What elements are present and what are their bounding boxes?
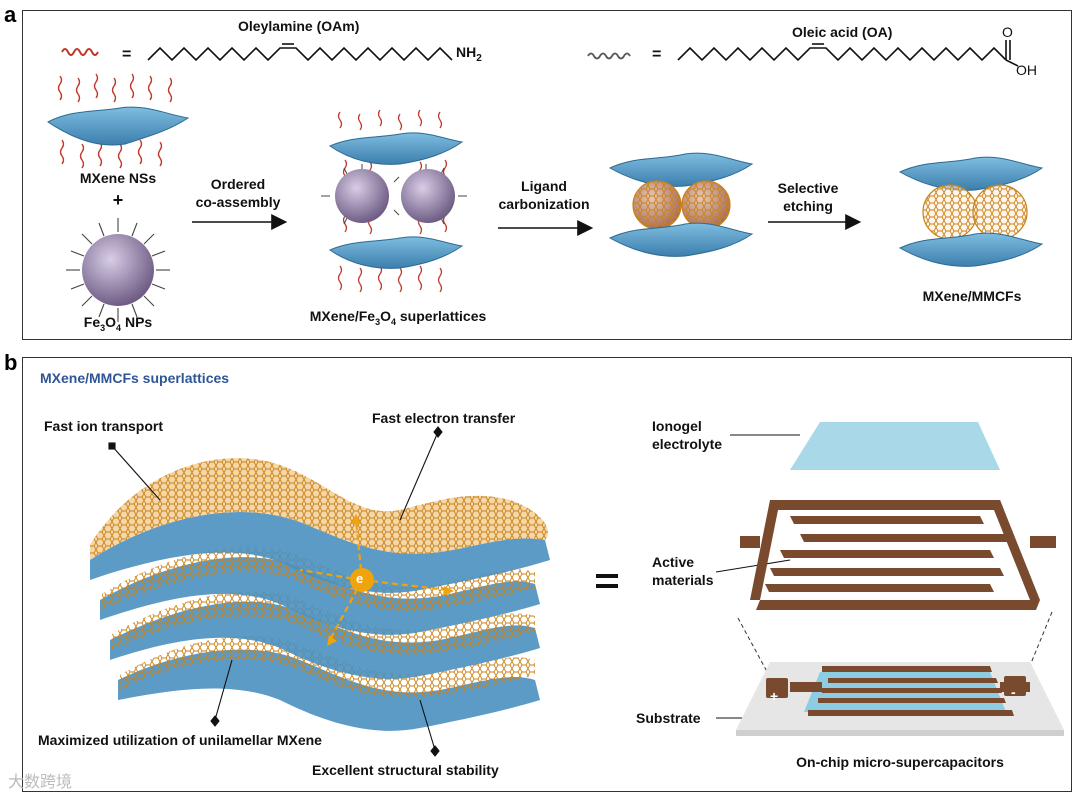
superlattice-label: MXene/Fe3O4 superlattices	[309, 308, 487, 327]
ionogel-label-line2: electrolyte	[652, 436, 723, 452]
active-materials-label-line2: materials	[652, 572, 714, 588]
oa-legend-squiggle	[587, 52, 631, 60]
carbonized-superlattice-illustration	[608, 152, 754, 257]
substrate-label: Substrate	[636, 710, 701, 726]
panel-a-frame	[22, 10, 1072, 340]
mxene-ns-label: MXene NSs	[79, 170, 157, 186]
positive-terminal: +	[770, 688, 779, 704]
oam-amine-group: NH2	[456, 44, 482, 64]
electron-symbol: e	[356, 571, 364, 586]
mxene-mmcfs-label: MXene/MMCFs	[922, 288, 1022, 304]
oa-name: Oleic acid (OA)	[792, 24, 893, 40]
fast-electron-transfer-label: Fast electron transfer	[372, 410, 516, 426]
oam-name: Oleylamine (OAm)	[238, 18, 360, 34]
fe3o4-nps-label: Fe3O4 NPs	[83, 314, 153, 333]
oam-legend-squiggle	[61, 48, 99, 56]
arrow2-label-line1: Ligand	[521, 178, 567, 194]
equals-sign-b	[596, 574, 618, 588]
arrow1-label-line1: Ordered	[210, 176, 266, 192]
oa-skeletal-formula	[677, 40, 1019, 67]
watermark: 大数跨境	[8, 774, 73, 791]
arrow3-label-line2: etching	[783, 198, 833, 214]
structural-stability-label: Excellent structural stability	[312, 762, 499, 778]
arrow2-label-line2: carbonization	[498, 196, 590, 212]
callout-lines	[108, 426, 800, 757]
fast-ion-transport-label: Fast ion transport	[44, 418, 164, 434]
plus-sign: +	[112, 190, 124, 210]
mxene-nanosheet-illustration	[47, 73, 190, 169]
mxene-mmcfs-illustration	[898, 156, 1044, 267]
mxene-fe3o4-superlattice-illustration	[321, 109, 467, 293]
oa-carbonyl-o: O	[1002, 24, 1013, 40]
panel-b-title: MXene/MMCFs superlattices	[40, 370, 230, 386]
on-chip-label: On-chip micro-supercapacitors	[796, 754, 1004, 770]
on-chip-device	[736, 662, 1064, 736]
maximized-utilization-label: Maximized utilization of unilamellar MXe…	[38, 732, 322, 748]
panel-b-label: b	[4, 350, 18, 375]
layered-superlattice-illustration	[90, 458, 550, 731]
active-materials-label-line1: Active	[652, 554, 695, 570]
ionogel-electrolyte-layer	[790, 422, 1000, 470]
negative-terminal: -	[1011, 684, 1016, 700]
arrow1-label-line2: co-assembly	[195, 194, 281, 210]
panel-a-label: a	[4, 2, 17, 27]
oa-equals: =	[652, 46, 662, 63]
oam-skeletal-formula	[147, 43, 453, 62]
arrow3-label-line1: Selective	[777, 180, 839, 196]
ionogel-label-line1: Ionogel	[652, 418, 702, 434]
oam-equals: =	[122, 46, 132, 63]
interdigitated-electrodes	[740, 500, 1056, 610]
panel-b-frame	[22, 357, 1072, 792]
fe3o4-nanoparticle-illustration	[66, 218, 170, 322]
oa-hydroxyl: OH	[1016, 62, 1037, 78]
